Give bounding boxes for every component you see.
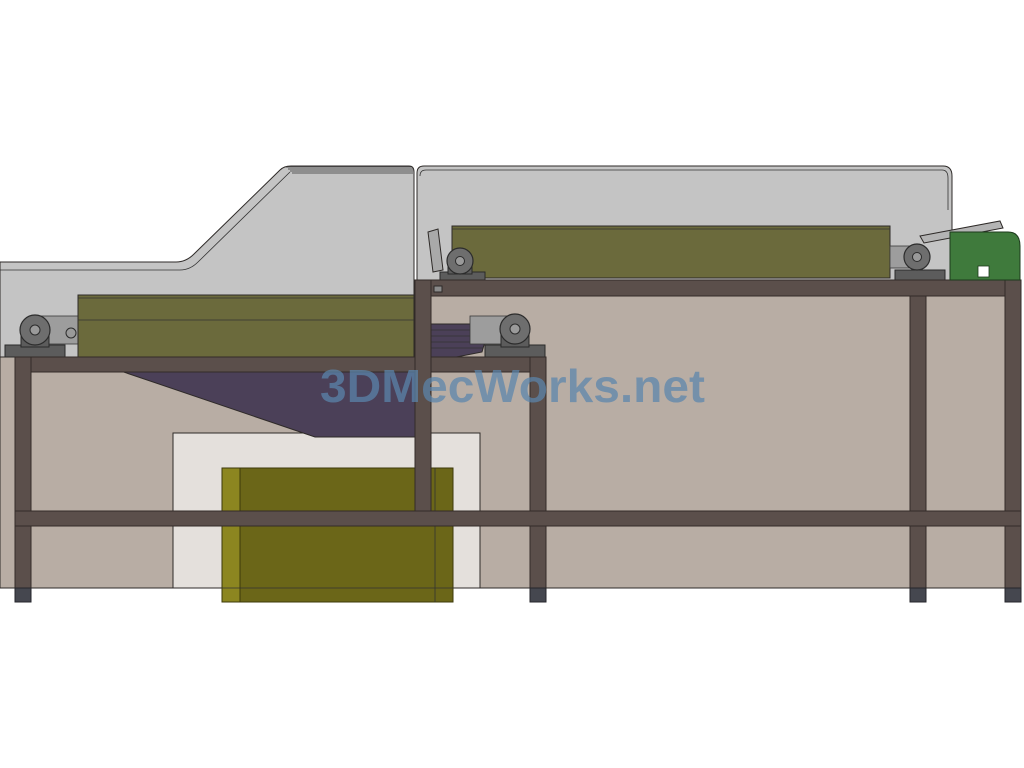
foot-right-outer — [1004, 587, 1022, 603]
right-outer-leg — [1004, 279, 1022, 589]
drive-motor-slot — [977, 265, 990, 278]
right-inner-leg — [909, 295, 927, 589]
discharge-chute-lines — [431, 329, 488, 349]
watermark-text: 3DMecWorks.net — [320, 360, 705, 412]
middle-beam — [14, 510, 1022, 527]
right-conveyor-belt — [451, 225, 891, 279]
foot-middle — [529, 587, 547, 603]
left-cover-top-edge — [286, 166, 413, 174]
small-bracket — [433, 285, 443, 293]
foot-left — [14, 587, 32, 603]
left-conveyor-belt-lines — [78, 297, 414, 321]
drive-motor — [949, 231, 1021, 281]
left-leg — [14, 356, 32, 589]
right-conveyor-right-pulley-hub — [912, 252, 922, 262]
left-idler-roller — [65, 327, 77, 339]
left-head-pulley-hub — [29, 324, 41, 336]
right-cover-inner-edge — [419, 169, 949, 210]
right-conveyor-guard — [427, 228, 444, 273]
right-top-beam — [414, 279, 1022, 297]
foot-right-inner — [909, 587, 927, 603]
collection-bin-lines — [222, 468, 453, 602]
left-cover-inner-edge — [0, 171, 291, 271]
right-conveyor-left-pulley-hub — [455, 256, 465, 266]
left-conveyor-belt — [77, 294, 415, 358]
left-conveyor-tail-pulley-hub — [509, 323, 521, 335]
support-frame — [14, 279, 1022, 603]
right-conveyor-right-bearing-base — [894, 269, 946, 281]
collection-bin-edge-left — [221, 467, 241, 603]
